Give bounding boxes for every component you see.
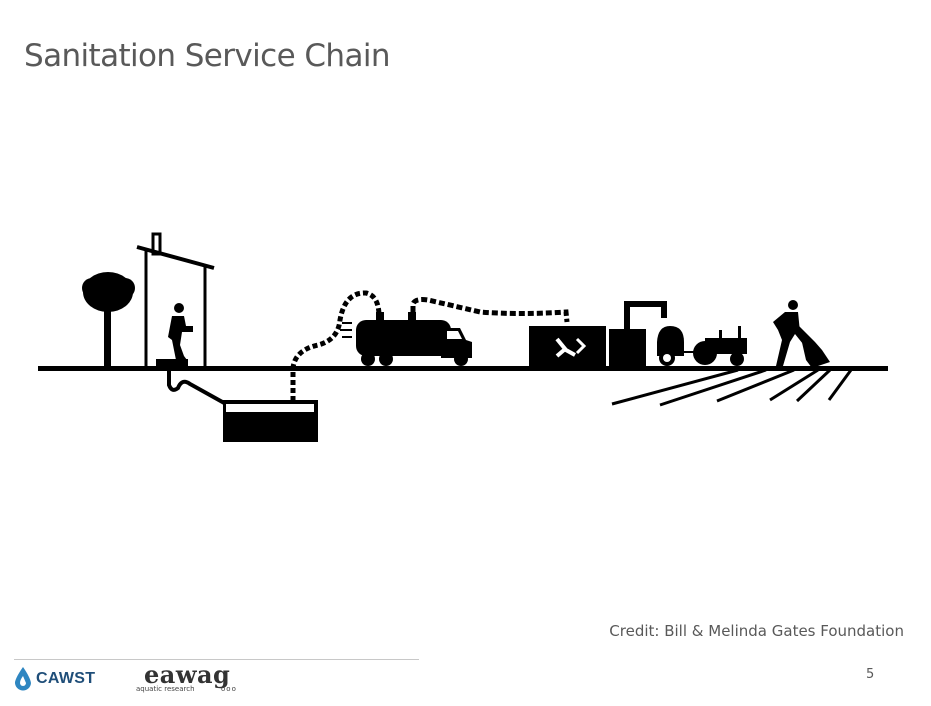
vacuum-truck-icon bbox=[340, 312, 472, 366]
tree-icon bbox=[82, 272, 135, 368]
septic-tank-icon bbox=[223, 400, 318, 442]
ground-line bbox=[38, 366, 888, 371]
image-credit: Credit: Bill & Melinda Gates Foundation bbox=[609, 622, 904, 640]
vacuum-hose-icon bbox=[290, 290, 382, 401]
tractor-icon bbox=[693, 326, 747, 366]
treatment-tank-icon bbox=[609, 301, 667, 368]
treatment-plant-icon bbox=[529, 326, 606, 368]
eawag-tagline: aquatic research bbox=[136, 685, 195, 693]
pipe-icon bbox=[167, 370, 227, 406]
footer-divider bbox=[14, 659, 419, 660]
slide-title: Sanitation Service Chain bbox=[24, 38, 391, 74]
field-furrows-icon bbox=[611, 368, 853, 407]
farmer-spreading-icon bbox=[773, 300, 830, 368]
person-squatting-icon bbox=[156, 303, 193, 367]
water-drop-icon bbox=[14, 667, 31, 691]
cawst-logo: CAWST bbox=[13, 666, 95, 692]
cawst-logo-text: CAWST bbox=[36, 670, 96, 687]
toilet-shelter-icon bbox=[136, 232, 215, 367]
transfer-hose-icon bbox=[410, 297, 570, 323]
trailer-icon bbox=[657, 326, 694, 366]
page-number: 5 bbox=[866, 667, 875, 682]
eawag-logo-text: eawag bbox=[144, 660, 231, 689]
eawag-dots: ooo bbox=[221, 685, 237, 693]
